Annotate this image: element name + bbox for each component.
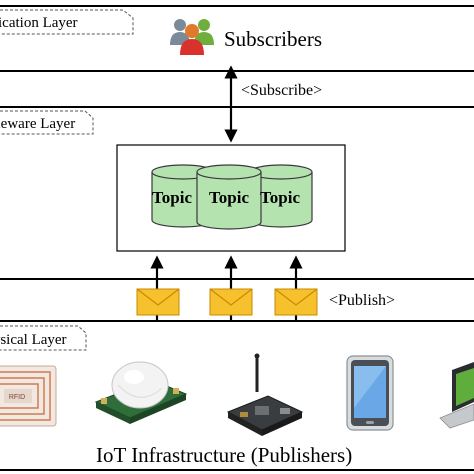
application-layer-label: Application Layer: [0, 15, 78, 31]
envelope-icon-1: [136, 288, 180, 316]
publishers-label: IoT Infrastructure (Publishers): [96, 443, 352, 467]
publish-label: <Publish>: [329, 292, 395, 309]
subscribers-label: Subscribers: [224, 27, 322, 51]
motion-sensor-icon: [94, 361, 188, 424]
topic-label-2: Topic: [209, 188, 249, 207]
envelope-icon-3: [274, 288, 318, 316]
physical-layer-tab: [0, 325, 87, 351]
subscribe-label: <Subscribe>: [241, 82, 322, 99]
middleware-layer-label: Middleware Layer: [0, 116, 75, 132]
middleware-layer-tab: [0, 110, 94, 135]
topic-label-3: Topic: [260, 188, 300, 207]
physical-layer-label: Physical Layer: [0, 332, 67, 348]
sensor-board-icon: [226, 353, 304, 436]
subscribers-icon: [170, 19, 214, 55]
topic-label-1: Topic: [152, 188, 192, 207]
smartphone-icon: [346, 355, 394, 431]
application-layer-tab: [0, 9, 134, 35]
envelope-icon-2: [209, 288, 253, 316]
laptop-icon: [439, 362, 474, 429]
rfid-tag-icon: [0, 365, 57, 427]
rfid-tag-text: RFID: [9, 394, 25, 401]
topic-cylinder-3: [249, 164, 313, 228]
